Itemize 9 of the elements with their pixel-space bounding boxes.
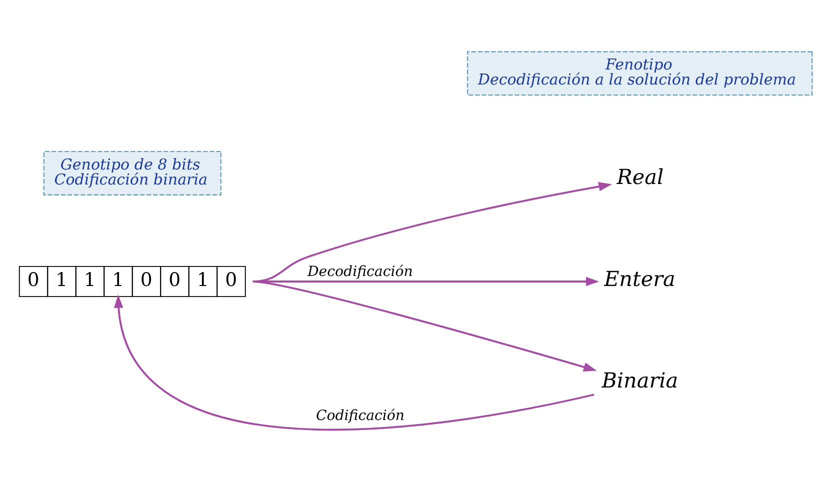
node-text: Binaria xyxy=(602,368,678,392)
node-text: Entera xyxy=(604,266,676,290)
node-box: Genotipo de 8 bits Codificación binaria xyxy=(43,150,222,195)
edge-label: Codificación xyxy=(316,407,405,424)
node-text: Real xyxy=(616,164,664,189)
arrow xyxy=(252,280,597,372)
node-box: Fenotipo Decodificación a la solución del problema xyxy=(467,50,813,96)
edge-label: Decodificación xyxy=(307,263,413,280)
arrow xyxy=(114,294,594,430)
